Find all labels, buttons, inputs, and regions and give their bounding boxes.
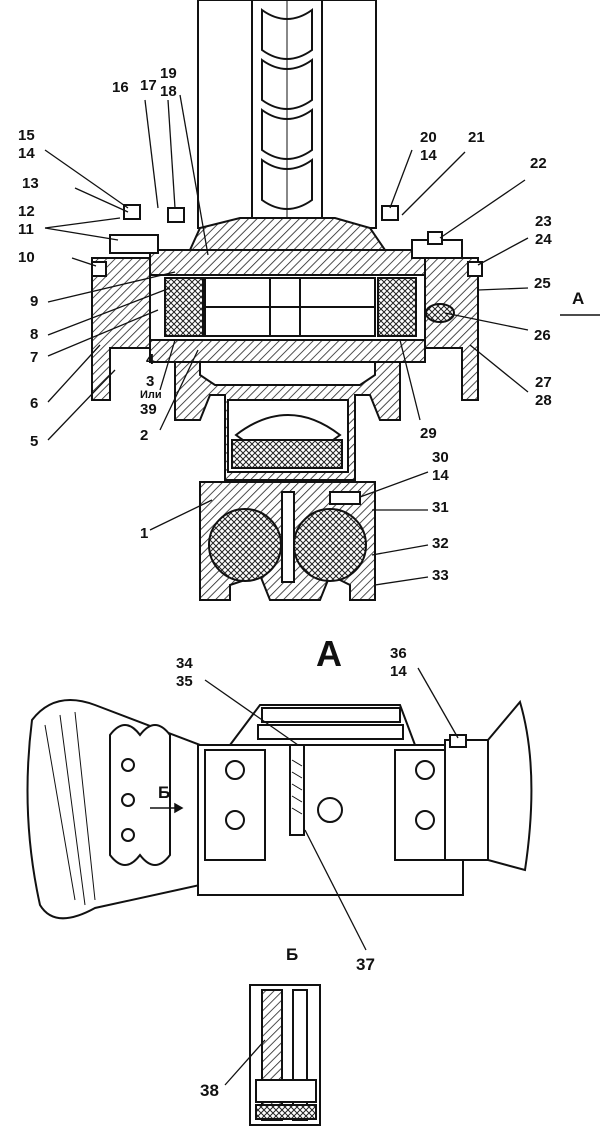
callout-11: 11	[18, 221, 34, 238]
callout-2: 2	[140, 427, 149, 444]
callout-30: 30	[432, 449, 449, 466]
right-bracket	[444, 739, 491, 861]
callout-14-d: 14	[390, 663, 407, 680]
callout-22: 22	[530, 155, 547, 172]
seal-right	[425, 303, 455, 323]
callout-15: 15	[18, 127, 35, 144]
leader-lines-section	[44, 94, 529, 586]
callout-31: 31	[432, 499, 449, 516]
callout-14-c: 14	[432, 467, 449, 484]
section-view	[91, 0, 483, 601]
callout-7: 7	[30, 349, 39, 366]
callout-6: 6	[30, 395, 39, 412]
callout-9: 9	[30, 293, 39, 310]
callout-37: 37	[356, 955, 375, 974]
callout-25: 25	[534, 275, 551, 292]
callout-16: 16	[112, 79, 129, 96]
view-a-title: А	[316, 633, 342, 674]
leader-lines-view-a	[204, 667, 459, 951]
roller-right	[293, 508, 367, 582]
callout-18: 18	[160, 83, 177, 100]
bolt-16	[167, 207, 185, 223]
callout-38: 38	[200, 1081, 219, 1100]
callout-35: 35	[176, 673, 193, 690]
callout-13: 13	[22, 175, 39, 192]
callout-3: 3	[146, 373, 155, 390]
callout-8: 8	[30, 326, 39, 343]
sprocket-segment-right	[487, 699, 533, 872]
housing-top-wall	[149, 249, 426, 276]
callout-39: 39	[140, 401, 157, 418]
leader-line-38	[224, 1039, 266, 1086]
callout-32: 32	[432, 535, 449, 552]
callout-23: 23	[535, 213, 552, 230]
housing-bottom-wall	[149, 339, 426, 363]
bearing-left	[164, 277, 204, 337]
bolt-10	[91, 261, 107, 277]
callout-24: 24	[535, 231, 552, 248]
section-arrow-a-label: А	[572, 289, 585, 308]
callout-14-b: 14	[420, 147, 437, 164]
left-cap	[109, 234, 159, 254]
callout-10: 10	[18, 249, 35, 266]
callout-5: 5	[30, 433, 39, 450]
callout-20: 20	[420, 129, 437, 146]
left-flange	[91, 257, 151, 401]
view-b	[249, 984, 321, 1126]
view-b-title: Б	[286, 945, 299, 964]
bearing-right	[377, 277, 417, 337]
callout-27: 27	[535, 374, 552, 391]
bolt-22	[427, 231, 443, 245]
callout-12: 12	[18, 203, 35, 220]
callout-21: 21	[468, 129, 485, 146]
callout-33: 33	[432, 567, 449, 584]
bolt-30	[329, 491, 361, 505]
callout-17: 17	[140, 77, 157, 94]
bolt-36	[449, 734, 467, 748]
roller-left	[208, 508, 282, 582]
callout-19: 19	[160, 65, 177, 82]
arrow-b-marker	[150, 802, 184, 814]
bolt-23	[467, 261, 483, 277]
callout-1: 1	[140, 525, 149, 542]
callout-29: 29	[420, 425, 437, 442]
callout-26: 26	[534, 327, 551, 344]
right-flange	[424, 257, 479, 401]
bolt-20	[381, 205, 399, 221]
callout-or: Или	[140, 389, 162, 401]
callout-34: 34	[176, 655, 193, 672]
callout-36: 36	[390, 645, 407, 662]
view-a	[26, 699, 533, 920]
callout-4: 4	[146, 351, 155, 368]
bolt-13	[123, 204, 141, 220]
callout-14: 14	[18, 145, 35, 162]
callout-28: 28	[535, 392, 552, 409]
arrow-b-label: Б	[158, 783, 171, 802]
